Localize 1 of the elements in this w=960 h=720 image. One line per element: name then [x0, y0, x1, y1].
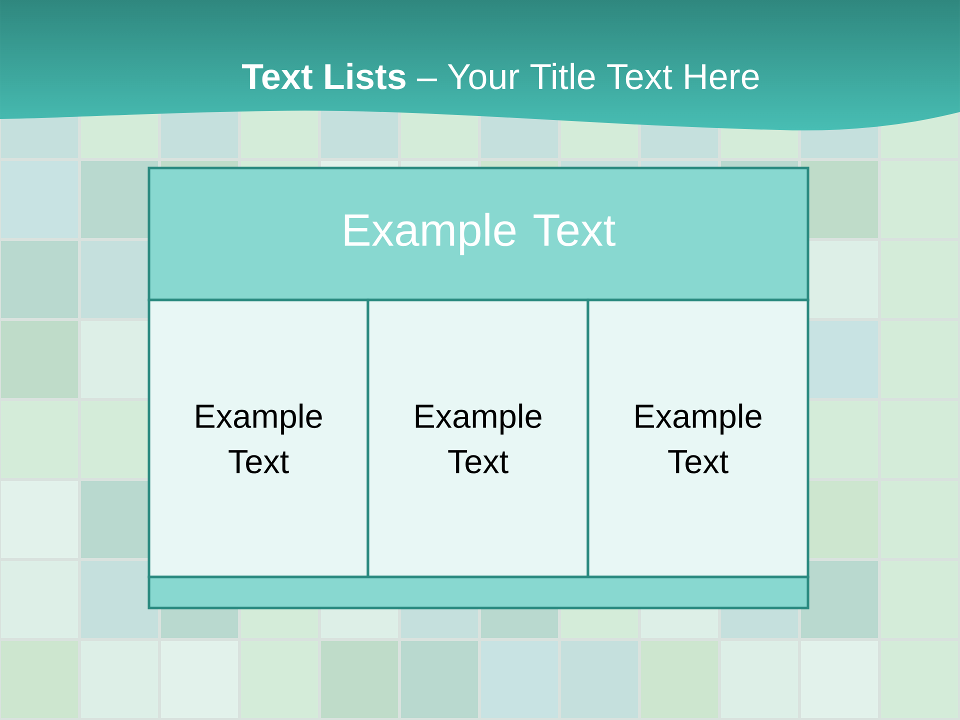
title: Text Lists – Your Title Text Here — [242, 62, 759, 90]
